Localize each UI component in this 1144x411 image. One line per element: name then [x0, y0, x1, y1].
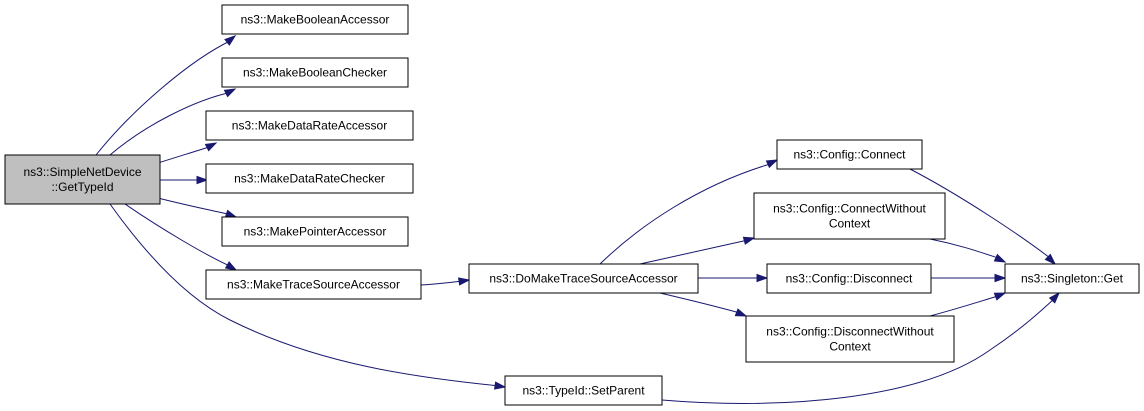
- edge-do-make-trace-source-accessor-to-config-connect-without-context: [639, 236, 756, 265]
- arrowhead-icon: [993, 253, 1007, 263]
- node-box: [753, 192, 946, 240]
- edge-do-make-trace-source-accessor-to-config-connect: [599, 159, 779, 265]
- edge-config-connect-to-singleton-get: [909, 168, 1057, 266]
- edge-get-type-id-to-make-pointer-accessor: [157, 197, 238, 218]
- arrowhead-icon: [1048, 291, 1061, 304]
- edge-line: [109, 91, 233, 156]
- node-box: [221, 4, 409, 35]
- edge-line: [109, 203, 501, 387]
- node-get-type-id[interactable]: ns3::SimpleNetDevice::GetTypeId: [4, 154, 161, 205]
- edge-line: [659, 292, 741, 314]
- node-box: [221, 216, 409, 247]
- arrowhead-icon: [734, 308, 748, 317]
- node-label: Context: [829, 340, 871, 354]
- edge-do-make-trace-source-accessor-to-config-disconnect-without-context: [659, 292, 748, 317]
- node-box: [745, 315, 955, 363]
- edge-line: [95, 39, 233, 156]
- node-config-connect[interactable]: ns3::Config::Connect: [776, 139, 923, 170]
- node-label: ns3::SimpleNetDevice: [23, 165, 141, 179]
- arrowhead-icon: [765, 159, 779, 169]
- arrowhead-icon: [742, 236, 756, 245]
- node-box: [205, 163, 414, 194]
- edge-config-connect-without-context-to-singleton-get: [929, 238, 1007, 263]
- edge-line: [420, 280, 465, 286]
- edge-line: [157, 145, 213, 164]
- edge-line: [661, 297, 1056, 404]
- edge-line: [929, 238, 999, 259]
- edge-do-make-trace-source-accessor-to-config-disconnect: [698, 273, 769, 283]
- node-make-data-rate-checker[interactable]: ns3::MakeDataRateChecker: [205, 163, 414, 194]
- node-make-pointer-accessor[interactable]: ns3::MakePointerAccessor: [221, 216, 409, 247]
- node-label: ns3::Config::Connect: [793, 148, 906, 162]
- edge-type-id-set-parent-to-singleton-get: [661, 291, 1061, 404]
- arrowhead-icon: [224, 209, 238, 218]
- node-make-boolean-accessor[interactable]: ns3::MakeBooleanAccessor: [221, 4, 409, 35]
- edge-config-disconnect-without-context-to-singleton-get: [929, 292, 1007, 317]
- node-label: Context: [829, 217, 871, 231]
- node-label: ns3::MakeDataRateAccessor: [232, 119, 387, 133]
- node-do-make-trace-source-accessor[interactable]: ns3::DoMakeTraceSourceAccessor: [468, 263, 699, 294]
- node-label: ns3::MakeBooleanChecker: [243, 66, 387, 80]
- node-label: ns3::MakeDataRateChecker: [234, 172, 385, 186]
- arrowhead-icon: [196, 175, 209, 185]
- arrowhead-icon: [494, 381, 507, 390]
- node-label: ns3::Config::ConnectWithout: [773, 202, 926, 216]
- node-make-trace-source-accessor[interactable]: ns3::MakeTraceSourceAccessor: [205, 269, 422, 300]
- arrowhead-icon: [204, 142, 218, 152]
- arrowhead-icon: [223, 88, 237, 98]
- arrowhead-icon: [458, 277, 471, 286]
- node-box: [205, 269, 422, 300]
- node-singleton-get[interactable]: ns3::Singleton::Get: [1004, 263, 1140, 294]
- arrowhead-icon: [993, 292, 1007, 301]
- arrowhead-icon: [994, 273, 1007, 283]
- node-label: ns3::Singleton::Get: [1021, 272, 1124, 286]
- node-box: [468, 263, 699, 294]
- edge-line: [929, 295, 999, 317]
- arrowhead-icon: [224, 261, 238, 271]
- node-make-data-rate-accessor[interactable]: ns3::MakeDataRateAccessor: [205, 110, 414, 141]
- node-label: ns3::MakeTraceSourceAccessor: [227, 278, 400, 292]
- node-label: ns3::MakeBooleanAccessor: [241, 13, 390, 27]
- node-label: ns3::Config::DisconnectWithout: [766, 325, 934, 339]
- arrowhead-icon: [756, 273, 769, 283]
- edge-line: [157, 197, 233, 216]
- node-make-boolean-checker[interactable]: ns3::MakeBooleanChecker: [221, 57, 409, 88]
- node-label: ns3::TypeId::SetParent: [522, 384, 645, 398]
- node-box: [4, 154, 161, 205]
- edge-get-type-id-to-make-boolean-checker: [109, 88, 237, 156]
- node-box: [205, 110, 414, 141]
- arrowhead-icon: [224, 35, 237, 46]
- edge-make-trace-source-accessor-to-do-make-trace-source-accessor: [420, 277, 471, 286]
- node-label: ::GetTypeId: [51, 180, 113, 194]
- node-type-id-set-parent[interactable]: ns3::TypeId::SetParent: [504, 375, 663, 406]
- edge-get-type-id-to-make-trace-source-accessor: [124, 203, 238, 271]
- edge-get-type-id-to-make-boolean-accessor: [95, 35, 237, 156]
- edge-config-disconnect-to-singleton-get: [931, 273, 1007, 283]
- edge-line: [599, 163, 771, 265]
- edge-get-type-id-to-type-id-set-parent: [109, 203, 507, 390]
- arrowhead-icon: [1044, 253, 1057, 266]
- nodes-layer: ns3::SimpleNetDevice::GetTypeIdns3::Make…: [4, 4, 1140, 406]
- node-box: [504, 375, 663, 406]
- node-config-disconnect[interactable]: ns3::Config::Disconnect: [766, 263, 932, 294]
- node-box: [766, 263, 932, 294]
- node-box: [221, 57, 409, 88]
- node-label: ns3::MakePointerAccessor: [244, 225, 387, 239]
- edge-get-type-id-to-make-data-rate-checker: [160, 175, 209, 185]
- node-label: ns3::Config::Disconnect: [786, 272, 913, 286]
- edge-line: [909, 168, 1051, 259]
- node-label: ns3::DoMakeTraceSourceAccessor: [489, 272, 677, 286]
- edges-layer: [95, 35, 1061, 404]
- edge-line: [639, 239, 749, 265]
- node-box: [776, 139, 923, 170]
- edge-line: [124, 203, 233, 268]
- edge-get-type-id-to-make-data-rate-accessor: [157, 142, 218, 164]
- node-box: [1004, 263, 1140, 294]
